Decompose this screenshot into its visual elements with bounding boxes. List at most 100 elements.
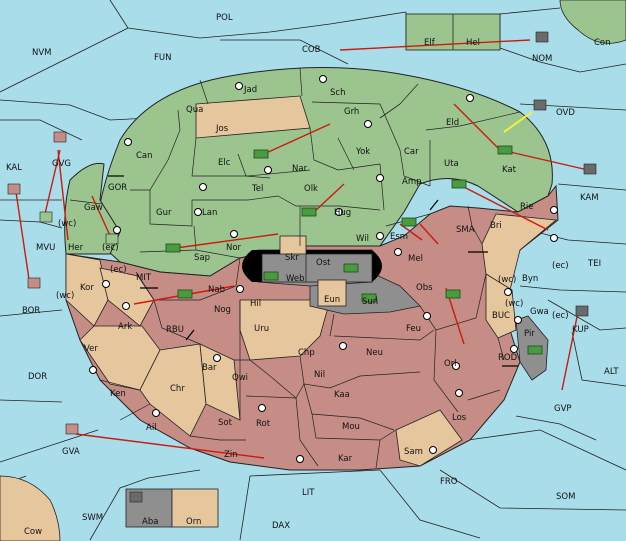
sea-alt: ALT (604, 367, 619, 377)
sea-fro: FRO (440, 477, 458, 487)
land-bar: Bar (202, 363, 217, 373)
sea-dax: DAX (272, 521, 290, 531)
land-hil: Hil (250, 299, 261, 309)
land-sch: Sch (330, 88, 345, 98)
sea-lit: LIT (302, 488, 315, 498)
sea-labels: POL NVM FUN COB NOM Con OVD KAL GOR KAM … (6, 13, 619, 537)
land-sap: Sap (194, 253, 210, 263)
sea-fun: FUN (154, 53, 171, 63)
supply-centers (89, 75, 558, 463)
coast-wc-kor: (wc) (56, 291, 74, 301)
sea-dor: DOR (28, 372, 47, 382)
land-los: Los (452, 413, 467, 423)
sea-con: Con (594, 38, 611, 48)
coast-wc-gwa: (wc) (505, 299, 523, 309)
land-uta: Uta (444, 159, 459, 169)
sea-rbu: RBU (166, 325, 184, 335)
land-orl: Orl (444, 359, 457, 369)
land-nog: Nog (214, 305, 231, 315)
sea-tei: TEI (587, 259, 601, 269)
land-rie: Rie (520, 202, 534, 212)
land-ost: Ost (316, 258, 331, 268)
land-web: Web (286, 274, 305, 284)
land-jad: Jad (243, 85, 257, 95)
sea-nom: NOM (532, 54, 552, 64)
land-amp: Amp (402, 177, 422, 187)
land-kaa: Kaa (334, 390, 350, 400)
land-rot: Rot (256, 419, 271, 429)
land-orn: Orn (186, 517, 201, 527)
move-orders (15, 39, 589, 459)
land-grh: Grh (344, 107, 359, 117)
land-ail: Ail (146, 423, 157, 433)
land-feu: Feu (406, 324, 421, 334)
coast-ec-kor: (ec) (110, 265, 127, 275)
cow-land[interactable] (0, 475, 61, 541)
coast-wc-byn: (wc) (498, 275, 516, 285)
orn-island[interactable] (171, 488, 219, 528)
land-gwa: Gwa (530, 307, 549, 317)
land-mel: Mel (408, 254, 423, 264)
land-qua: Qua (186, 105, 203, 115)
sea-sma: SMA (456, 225, 475, 235)
sea-nvm: NVM (32, 48, 52, 58)
sea-pol: POL (216, 13, 233, 23)
land-hug: Hug (334, 208, 351, 218)
land-labels: Elf Hel Jad Sch Qua Jos Grh Eld Can Elc … (36, 38, 589, 527)
land-eld: Eld (446, 118, 459, 128)
land-wil: Wil (356, 234, 369, 244)
sea-gor: GOR (108, 183, 127, 193)
sea-gva: GVA (62, 447, 80, 457)
coast-ec-her: (ec) (102, 243, 119, 253)
sea-kam: KAM (580, 193, 599, 203)
land-mvu: MVU (36, 243, 55, 253)
sea-kal: KAL (6, 163, 22, 173)
sea-buc: BUC (492, 311, 510, 321)
land-esm: Esm (390, 232, 408, 242)
sea-cow: Cow (24, 527, 42, 537)
land-yok: Yok (355, 147, 370, 157)
land-neu: Neu (366, 348, 383, 358)
land-kar: Kar (338, 454, 353, 464)
land-obs: Obs (416, 283, 433, 293)
passage-arrows (108, 175, 518, 367)
land-qwi: Qwi (232, 373, 248, 383)
land-aba: Aba (142, 517, 158, 527)
sea-mit: MIT (136, 273, 152, 283)
land-can: Can (136, 151, 153, 161)
coast-wc-gaw: (wc) (58, 219, 76, 229)
land-chr: Chr (170, 384, 185, 394)
sea-ovd: OVD (556, 108, 575, 118)
land-her: Her (68, 243, 84, 253)
land-tel: Tel (251, 184, 263, 194)
land-jos: Jos (215, 124, 229, 134)
land-pir: Pir (524, 329, 535, 339)
support-order (503, 111, 533, 133)
army-units (165, 145, 543, 355)
land-hel: Hel (466, 38, 480, 48)
coast-ec-gwa: (ec) (552, 311, 569, 321)
land-nor: Nor (226, 243, 242, 253)
land-gvg: GVG (52, 159, 71, 169)
land-zin: Zin (224, 450, 238, 460)
land-skr: Skr (285, 253, 299, 263)
land-byn: Byn (522, 274, 538, 284)
land-kor: Kor (80, 283, 94, 293)
land-sot: Sot (218, 418, 233, 428)
land-kat: Kat (502, 165, 517, 175)
ark-tan[interactable] (99, 267, 155, 327)
con-land[interactable] (559, 0, 626, 44)
land-sun: Sun (362, 297, 378, 307)
sea-cob: COB (302, 45, 321, 55)
land-uru: Uru (254, 324, 269, 334)
kor-tan (65, 253, 109, 327)
sam-tan (395, 409, 463, 467)
eun-tan[interactable] (317, 279, 347, 307)
land-chp: Chp (298, 348, 315, 358)
coast-labels: (wc) (ec) (ec) (wc) (ec) (wc) (wc) (ec) (56, 219, 569, 321)
coast-ec-byn: (ec) (552, 261, 569, 271)
sea-swm: SWM (82, 513, 103, 523)
land-nab: Nab (208, 285, 225, 295)
